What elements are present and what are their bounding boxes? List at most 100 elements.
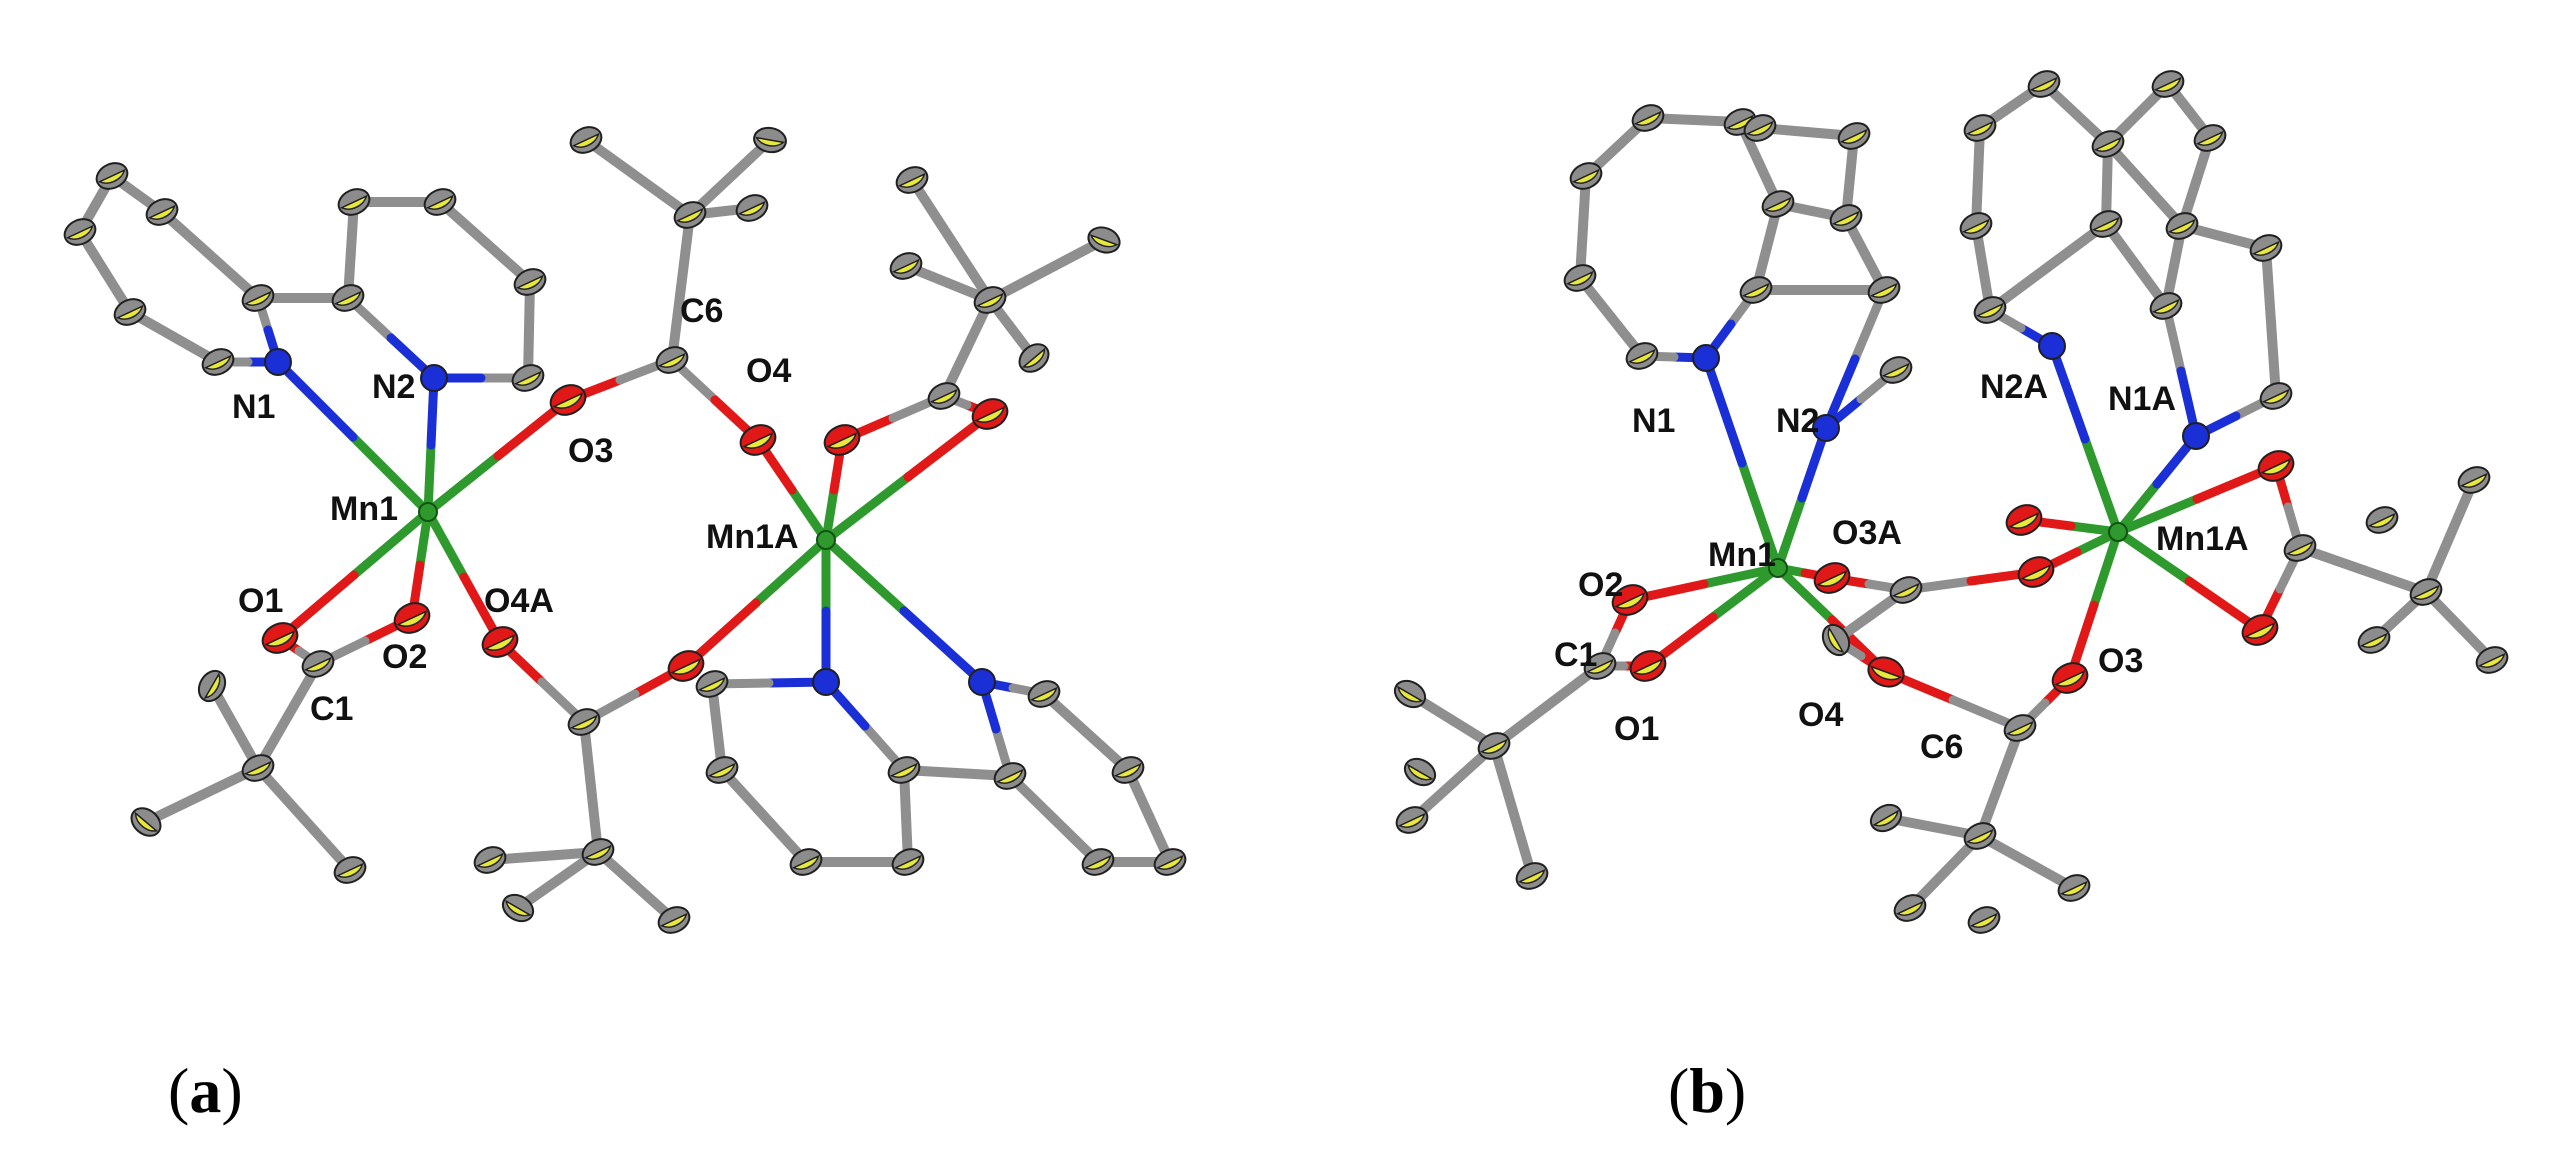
a-atom-a5-octant	[147, 204, 176, 220]
label-b-o3: O3	[2098, 642, 2143, 680]
label-b-o1: O1	[1614, 710, 1659, 748]
a-atom-b2-octant	[707, 762, 736, 778]
a-atom-o5-octant	[826, 432, 857, 449]
a-atom-a2-octant	[115, 304, 144, 320]
b-atom-q8-octant	[2167, 218, 2196, 234]
b-atom-mn1	[1768, 558, 1788, 578]
label-b-mn1: Mn1	[1708, 536, 1776, 574]
a-atom-c8m3-octant	[505, 899, 532, 917]
a-atom-a7-octant	[333, 290, 362, 306]
b-atom-n2a	[2038, 332, 2066, 360]
b-atom-o6-octant	[2008, 512, 2039, 529]
a-atom-o4a-octant	[484, 634, 515, 651]
b-atom-c5-octant	[1891, 582, 1920, 598]
b-atom-p6-octant	[1763, 196, 1792, 212]
b-atom-c9q-octant	[2411, 584, 2440, 600]
a-atom-c6m2-octant	[755, 136, 786, 147]
b-atom-o3-octant	[2054, 670, 2085, 687]
b-atom-c9m3-octant	[2359, 632, 2388, 648]
a-atom-mn1a	[816, 530, 836, 550]
b-atom-p5-octant	[1725, 114, 1754, 130]
panel-b-caption: (b)	[1668, 1055, 1746, 1126]
a-atom-b5-octant	[889, 762, 918, 778]
a-atom-n2	[420, 364, 448, 392]
label-a-c6: C6	[680, 292, 723, 330]
b-atom-c6m4-octant	[1969, 912, 1998, 928]
panel-b-tag: b	[1689, 1055, 1725, 1126]
b-bond	[1701, 353, 1747, 468]
a-atom-c7m1-octant	[897, 172, 926, 188]
a-atom-o3-octant	[552, 392, 583, 409]
b-atom-n2	[1812, 414, 1840, 442]
a-atom-c7m4-octant	[891, 258, 920, 274]
b-atom-q2-octant	[1961, 218, 1990, 234]
b-atom-mn1a	[2108, 522, 2128, 542]
a-atom-n3	[812, 668, 840, 696]
b-atom-c6-octant	[2005, 720, 2034, 736]
panel-a-tag: a	[189, 1055, 221, 1126]
label-a-o4: O4	[746, 352, 791, 390]
b-atom-c9-octant	[2285, 540, 2314, 556]
a-atom-b10-octant	[995, 768, 1024, 784]
a-bond	[787, 485, 831, 545]
b-atom-n1a	[2182, 422, 2210, 450]
a-atom-c1-octant	[303, 656, 332, 672]
b-atom-p1-octant	[1627, 348, 1656, 364]
label-a-mn1a: Mn1A	[706, 518, 799, 556]
b-atom-q7-octant	[2151, 298, 2180, 314]
b-atom-c6m3-octant	[2059, 880, 2088, 896]
b-bond	[1737, 458, 1783, 573]
b-atom-p2-octant	[1565, 270, 1594, 286]
a-atom-c1q-octant	[243, 760, 272, 776]
a-atom-o4-octant	[742, 432, 773, 449]
label-b-n2: N2	[1776, 402, 1819, 440]
a-atom-b8-octant	[1155, 854, 1184, 870]
label-a-c1: C1	[310, 690, 353, 728]
a-atom-a8-octant	[339, 194, 368, 210]
a-atom-a6-octant	[243, 290, 272, 306]
label-b-mn1a: Mn1A	[2156, 520, 2249, 558]
panel-b-atom-labels: N1 N2 N2A N1A Mn1 O3A Mn1A O2 C1 O1 O4 C…	[1554, 368, 2249, 766]
label-b-c6: C6	[1920, 728, 1963, 766]
a-atom-c1m2-octant	[134, 811, 159, 832]
label-a-n1: N1	[232, 388, 275, 426]
b-atom-q3-octant	[1965, 120, 1994, 136]
b-atom-o4-octant	[1870, 665, 1903, 681]
a-atom-c6m1-octant	[571, 132, 600, 148]
a-bond	[821, 535, 909, 616]
a-atom-c6m3-octant	[737, 200, 766, 216]
label-b-o2: O2	[1578, 566, 1623, 604]
panel-b-structure: N1 N2 N2A N1A Mn1 O3A Mn1A O2 C1 O1 O4 C…	[1393, 70, 2509, 1126]
a-atom-a9-octant	[425, 194, 454, 210]
b-atom-c9m2-octant	[2477, 652, 2506, 668]
b-atom-o5-octant	[2020, 564, 2051, 581]
a-bond	[423, 507, 469, 582]
b-bond	[2113, 494, 2202, 537]
a-bond	[423, 440, 436, 517]
panel-a-atoms	[63, 126, 1187, 934]
b-bond	[2113, 527, 2194, 586]
b-atom-p11-octant	[1745, 120, 1774, 136]
a-bond	[899, 606, 987, 687]
b-atom-o7-octant	[2244, 622, 2275, 639]
a-bond	[751, 535, 831, 608]
b-atom-p3-octant	[1571, 168, 1600, 184]
b-atom-p7-octant	[1741, 282, 1770, 298]
a-atom-a11-octant	[513, 370, 542, 386]
label-a-mn1: Mn1	[330, 490, 398, 528]
b-atom-o1-octant	[1632, 658, 1663, 675]
b-atom-o2-octant	[1614, 592, 1645, 609]
a-atom-b6-octant	[1029, 686, 1058, 702]
b-atom-p9-octant	[1869, 282, 1898, 298]
a-atom-a4-octant	[97, 168, 126, 184]
b-atom-q5-octant	[2093, 136, 2122, 152]
b-atom-q6-octant	[2091, 216, 2120, 232]
panel-a-caption: (a)	[168, 1055, 243, 1126]
a-atom-c1m3-octant	[335, 862, 364, 878]
a-atom-b9-octant	[1083, 854, 1112, 870]
a-bond	[273, 357, 358, 442]
b-atom-c1-octant	[1585, 658, 1614, 674]
a-atom-c7-octant	[929, 388, 958, 404]
